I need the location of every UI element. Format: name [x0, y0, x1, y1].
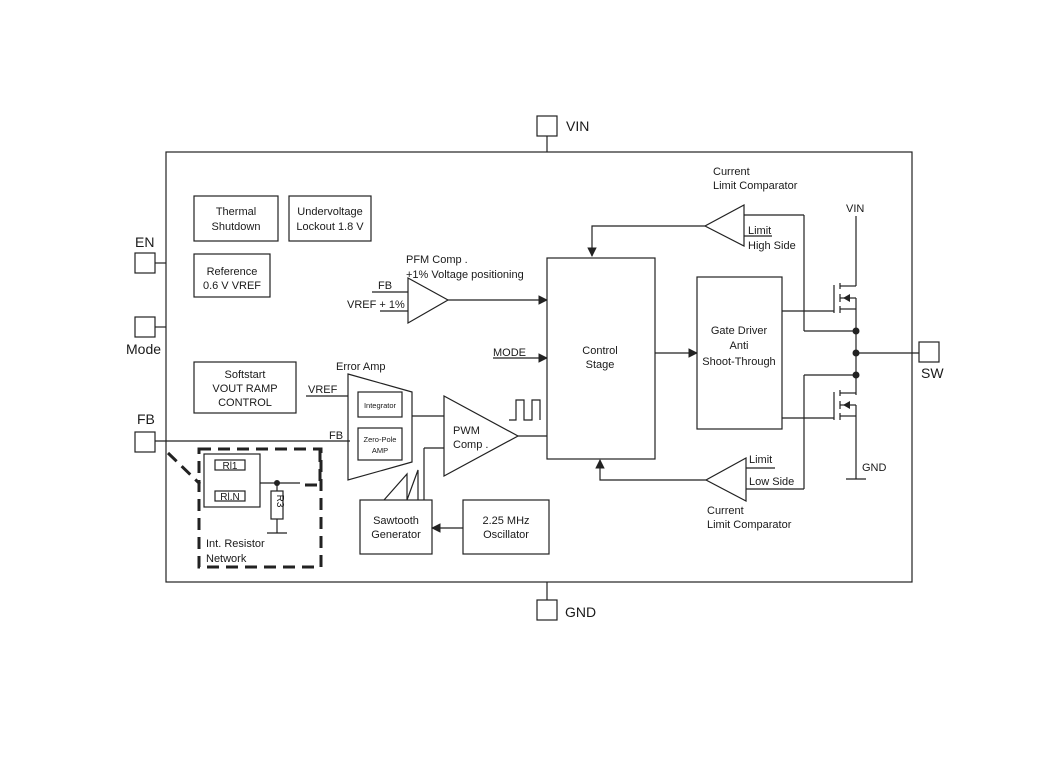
softstart-label-2: VOUT RAMP — [212, 383, 277, 395]
gate-driver-block: Gate Driver Anti Shoot-Through — [696, 276, 783, 430]
pfm-comp-label-2: +1% Voltage positioning — [406, 269, 524, 281]
error-amp: Error Amp VREF Integrator Zero-Pole AMP — [306, 361, 444, 481]
sw-pin: SW — [918, 341, 944, 381]
sawtooth-label-2: Generator — [371, 529, 421, 541]
mode-input: MODE — [493, 347, 548, 363]
resistor-network-label-2: Network — [206, 553, 247, 565]
en-pin: EN — [134, 234, 166, 274]
gnd-pin-label: GND — [565, 604, 596, 620]
sw-pin-label: SW — [921, 365, 944, 381]
r3-label: R3 — [274, 495, 285, 508]
switch-node — [804, 327, 919, 379]
cl-bottom-label-1: Current — [707, 505, 744, 517]
control-stage-block: Control Stage — [546, 257, 656, 460]
control-label-2: Stage — [586, 359, 615, 371]
high-side-mosfet: VIN — [782, 203, 864, 331]
oscillator-block: 2.25 MHz Oscillator — [462, 499, 550, 555]
gnd-pin: GND — [536, 582, 596, 621]
control-label-1: Control — [582, 345, 617, 357]
fb-pin-label: FB — [137, 411, 155, 427]
reference-label-1: Reference — [207, 266, 258, 278]
sawtooth-label-1: Sawtooth — [373, 515, 419, 527]
limit-top-label: Limit — [748, 225, 771, 237]
mode-input-label: MODE — [493, 347, 526, 359]
softstart-label-3: CONTROL — [218, 397, 272, 409]
fb-line-label: FB — [329, 430, 343, 442]
fb-pin: FB — [134, 411, 156, 453]
pfm-comparator: PFM Comp . +1% Voltage positioning FB VR… — [347, 254, 548, 325]
internal-resistor-network: Rl1 Rl.N R3 Int. Resistor Network — [166, 447, 323, 569]
rln-label: Rl.N — [220, 492, 239, 503]
cl-top-label-2: Limit Comparator — [713, 180, 798, 192]
softstart-block: Softstart VOUT RAMP CONTROL — [193, 361, 297, 414]
pwm-label-2: Comp . — [453, 439, 488, 451]
sawtooth-waveform — [383, 469, 419, 501]
mode-pin: Mode — [126, 316, 166, 357]
pwm-waveform — [509, 399, 541, 421]
undervoltage-label-2: Lockout 1.8 V — [296, 221, 364, 233]
chip-outline — [165, 151, 913, 583]
pfm-fb-label: FB — [378, 280, 392, 292]
thermal-label-2: Shutdown — [212, 221, 261, 233]
zero-pole-amp-block — [357, 427, 403, 461]
softstart-label-1: Softstart — [225, 369, 266, 381]
thermal-label-1: Thermal — [216, 206, 256, 218]
current-limit-comparator-bottom: Limit Low Side Current Limit Comparator — [595, 375, 805, 531]
oscillator-label-2: Oscillator — [483, 529, 529, 541]
fb-signal-line: FB — [155, 430, 350, 442]
cl-bottom-label-2: Limit Comparator — [707, 519, 792, 531]
undervoltage-lockout-block: Undervoltage Lockout 1.8 V — [288, 195, 372, 242]
gate-driver-label-1: Gate Driver — [711, 325, 768, 337]
reference-label-2: 0.6 V VREF — [203, 280, 261, 292]
gnd-internal-label: GND — [862, 462, 887, 474]
oscillator-label-1: 2.25 MHz — [482, 515, 529, 527]
pwm-comparator: PWM Comp . — [423, 394, 547, 500]
gate-driver-label-3: Shoot-Through — [702, 356, 775, 368]
pwm-label-1: PWM — [453, 425, 480, 437]
integrator-label: Integrator — [364, 401, 397, 410]
zero-pole-label-2: AMP — [372, 446, 388, 455]
current-limit-comparator-top: Current Limit Comparator Limit High Side — [587, 166, 805, 331]
gate-driver-label-2: Anti — [730, 340, 749, 352]
rl1-label: Rl1 — [222, 461, 237, 472]
thermal-shutdown-block: Thermal Shutdown — [193, 195, 279, 242]
vin-internal-label: VIN — [846, 203, 864, 215]
cl-top-label-1: Current — [713, 166, 750, 178]
en-pin-label: EN — [135, 234, 154, 250]
low-side-mosfet: GND — [782, 375, 887, 480]
zero-pole-label-1: Zero-Pole — [364, 435, 397, 444]
reference-block: Reference 0.6 V VREF — [193, 253, 271, 298]
undervoltage-label-1: Undervoltage — [297, 206, 362, 218]
pfm-comp-label-1: PFM Comp . — [406, 254, 468, 266]
resistor-network-label-1: Int. Resistor — [206, 538, 265, 550]
limit-bottom-label: Limit — [749, 454, 772, 466]
sawtooth-generator-block: Sawtooth Generator — [359, 499, 433, 555]
vin-pin: VIN — [536, 115, 589, 152]
integrator-block — [357, 391, 403, 418]
error-amp-label: Error Amp — [336, 361, 386, 373]
low-side-label: Low Side — [749, 476, 794, 488]
high-side-label: High Side — [748, 240, 796, 252]
pfm-vref-label: VREF + 1% — [347, 299, 405, 311]
mode-pin-label: Mode — [126, 341, 161, 357]
vref-label: VREF — [308, 384, 338, 396]
vin-pin-label: VIN — [566, 118, 589, 134]
